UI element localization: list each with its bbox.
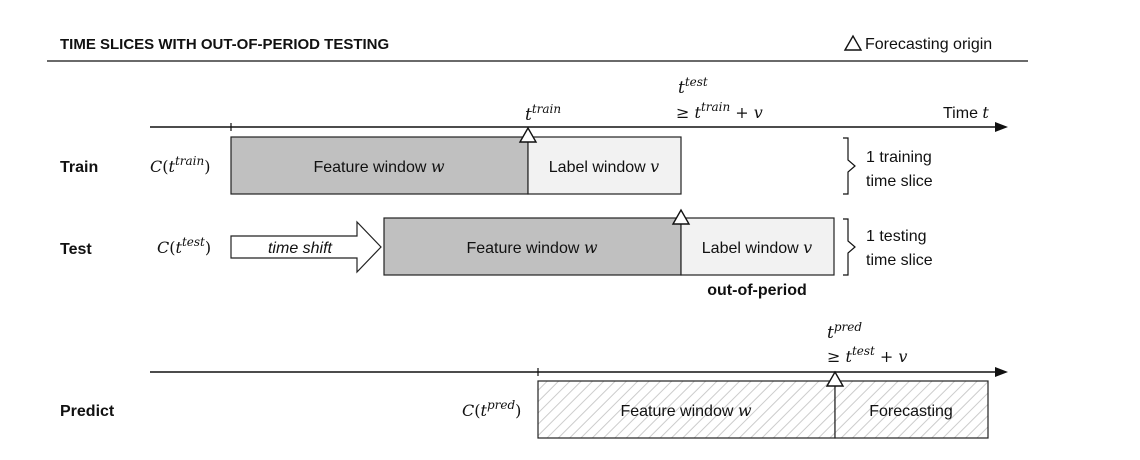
row-label-train: Train [60, 159, 98, 176]
train-brace [843, 137, 856, 195]
cohort-test: C(ttest) [157, 235, 211, 257]
test-feature-window [383, 217, 682, 276]
out-of-period-label: out-of-period [707, 282, 807, 299]
axis-arrowhead-bottom [995, 367, 1008, 377]
cohort-pred: C(tpred) [462, 398, 521, 420]
forecasting-origin-test [671, 208, 691, 225]
marker-t-train: ttrain [525, 102, 561, 125]
marker-t-test: ttest [678, 75, 708, 98]
train-label-window [527, 136, 682, 195]
legend-label: Forecasting origin [865, 36, 992, 53]
forecasting-label: Forecasting [869, 403, 953, 420]
train-feature-window [230, 136, 529, 195]
time-axis-label: Time t [943, 103, 989, 122]
test-brace-line2: time slice [866, 252, 933, 269]
test-label-window-label: Label window v [702, 238, 812, 257]
train-brace-line2: time slice [866, 173, 933, 190]
row-label-test: Test [60, 241, 92, 258]
forecasting-origin-predict [825, 370, 845, 387]
axis-arrowhead-top [995, 122, 1008, 132]
cohort-train: C(ttrain) [150, 154, 210, 176]
test-brace-line1: 1 testing [866, 228, 926, 245]
time-shift-arrow [230, 220, 382, 274]
test-feature-window-label: Feature window w [466, 238, 597, 257]
train-feature-window-label: Feature window w [313, 157, 444, 176]
predict-feature-window-label: Feature window w [620, 401, 751, 420]
train-brace-line1: 1 training [866, 149, 932, 166]
triangle-outline-icon [843, 34, 863, 51]
test-label-window [680, 217, 835, 276]
predict-feature-window [537, 380, 836, 439]
marker-t-pred-condition: ≥ ttest + v [827, 344, 907, 366]
marker-t-test-condition: ≥ ttrain + v [676, 100, 763, 122]
diagram-title: TIME SLICES WITH OUT-OF-PERIOD TESTING [60, 36, 389, 53]
row-label-predict: Predict [60, 403, 115, 420]
marker-t-pred: tpred [827, 320, 862, 343]
test-brace [843, 218, 856, 276]
train-label-window-label: Label window v [549, 157, 659, 176]
forecasting-origin-train [518, 126, 538, 143]
time-shift-label: time shift [268, 240, 333, 257]
predict-forecasting-window [834, 380, 989, 439]
